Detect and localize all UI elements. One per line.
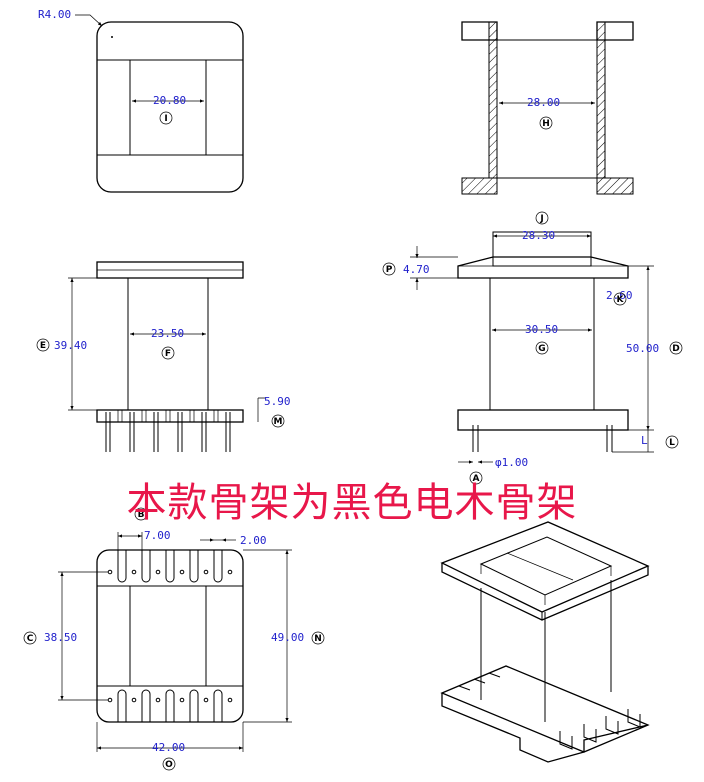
dim-23-50: 23.50 <box>151 327 184 340</box>
label-E: E <box>40 341 46 351</box>
front-view: E 39.40 23.50 F 5.90 M <box>36 261 291 452</box>
bottom-view: 7.00 B 2.00 C 38.50 49.00 N 42.00 O <box>23 507 325 771</box>
dim-2-00: 2.00 <box>240 534 267 547</box>
top-view: 20.80 I R4.00 <box>38 8 244 193</box>
dim-42-00: 42.00 <box>152 741 185 754</box>
dim-phi-1-00: φ1.00 <box>495 456 528 469</box>
label-I: I <box>164 114 167 124</box>
label-L: L <box>669 438 675 448</box>
dim-30-50: 30.50 <box>525 323 558 336</box>
dim-49-00: 49.00 <box>271 631 304 644</box>
label-H: H <box>542 119 550 129</box>
label-P: P <box>386 265 393 275</box>
section-view: 28.00 H <box>461 21 634 195</box>
dim-5-90: 5.90 <box>264 395 291 408</box>
bottom-view-slots-bottom <box>107 689 233 722</box>
dim-radius: R4.00 <box>38 8 71 21</box>
top-view-outline <box>96 21 244 193</box>
caption: 本款骨架为黑色电木骨架 <box>126 480 578 526</box>
dim-50-00: 50.00 <box>626 342 659 355</box>
label-B: B <box>138 510 145 520</box>
label-K: K <box>617 295 625 305</box>
label-F: F <box>165 349 171 359</box>
dim-38-50: 38.50 <box>44 631 77 644</box>
dim-7-00: 7.00 <box>144 529 171 542</box>
top-view-core-window <box>129 59 207 156</box>
label-G: G <box>538 344 545 354</box>
bottom-view-slots-top <box>107 550 233 583</box>
dim-20-80: 20.80 <box>153 94 186 107</box>
label-M: M <box>274 417 283 427</box>
label-N: N <box>314 634 322 644</box>
label-J: J <box>539 214 543 224</box>
dim-4-70: 4.70 <box>403 263 430 276</box>
label-O: O <box>165 760 173 770</box>
label-C: C <box>27 634 34 644</box>
dim-39-40: 39.40 <box>54 339 87 352</box>
dim-28-00: 28.00 <box>527 96 560 109</box>
label-A: A <box>473 474 480 484</box>
top-view-middle-band <box>96 59 244 156</box>
dim-28-30: 28.30 <box>522 229 555 242</box>
label-D: D <box>672 344 679 354</box>
isometric-view <box>440 521 650 763</box>
dim-L: L <box>641 434 648 447</box>
side-view: 28.30 J P 4.70 30.50 G 2.60 K 50.00 D L … <box>382 211 683 485</box>
front-pins <box>105 410 231 452</box>
